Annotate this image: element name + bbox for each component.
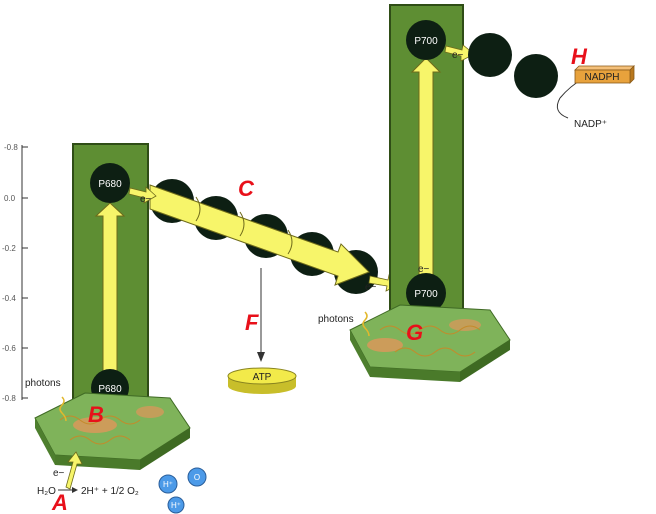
- proton-ion-label: H⁺: [163, 480, 173, 489]
- chain2-carrier: [468, 33, 512, 77]
- chain1-end-electron-label: e−: [365, 282, 377, 293]
- p700-bottom-carrier: [406, 273, 446, 313]
- electron-transport-chain-2: e−: [444, 33, 589, 119]
- axis-tick-label: -0.2: [2, 244, 16, 253]
- atp-arrowhead: [257, 352, 265, 362]
- psi-excitation-arrow: [410, 57, 442, 277]
- p700-top-label: P700: [414, 36, 438, 47]
- nadp-reduction-curve: [556, 97, 569, 119]
- atp-disk-top: [227, 367, 297, 385]
- photosystem-ii: P680 P680: [72, 143, 149, 407]
- oxygen-ion-label: O: [194, 473, 200, 482]
- photons-label-left: photons: [25, 378, 61, 389]
- p680-bottom-label: P680: [98, 384, 122, 395]
- membrane-side: [350, 330, 370, 377]
- water-products-label: 2H⁺ + 1/2 O₂: [81, 486, 139, 497]
- pigment-strand: [69, 435, 131, 445]
- proton-ion: [158, 474, 178, 494]
- atp-disk: ATP: [227, 367, 297, 394]
- water-electron-label: e−: [53, 468, 65, 479]
- axis-tick-label: -0.6: [2, 344, 16, 353]
- label-f: F: [245, 310, 259, 335]
- label-h: H: [571, 44, 588, 69]
- psi-electron-label: e−: [418, 264, 430, 275]
- nadph-label: NADPH: [584, 72, 619, 83]
- axis-tick-label: 0.0: [4, 194, 16, 203]
- pigment-cluster: [136, 406, 164, 418]
- chain2-carrier: [514, 54, 558, 98]
- pigment-cluster: [367, 338, 403, 352]
- membrane-side: [460, 340, 510, 382]
- oxygen-ion: [187, 467, 207, 487]
- p680-top-label: P680: [98, 179, 122, 190]
- chain2-electron-label: e−: [452, 50, 464, 61]
- h2o-label: H₂O: [37, 486, 56, 497]
- photons-label-right: photons: [318, 314, 354, 325]
- axis-tick-label: -0.4: [2, 294, 16, 303]
- label-g: G: [406, 320, 423, 345]
- electron-transport-chain-1: e− e−: [128, 179, 401, 294]
- ions: H⁺ O H⁺: [158, 467, 207, 514]
- chain1-electron-label: e−: [140, 194, 152, 205]
- nadph-box-front: [574, 69, 631, 84]
- water-reaction-arrowhead: [72, 487, 78, 493]
- photon-squiggle-right: [362, 311, 370, 337]
- p700-bottom-label: P700: [414, 289, 438, 300]
- label-b: B: [88, 402, 104, 427]
- photon-squiggle-left: [59, 396, 67, 422]
- axis-tick-label: -0.8: [2, 394, 16, 403]
- chain1-arrow: [149, 184, 370, 286]
- atp-label: ATP: [253, 372, 272, 383]
- thylakoid-patch-left: [34, 392, 191, 470]
- energy-axis: -0.8 0.0 -0.2 -0.4 -0.6 -0.8: [2, 143, 28, 403]
- membrane-side: [35, 418, 55, 465]
- pigment-cluster: [73, 417, 117, 433]
- pigment-strand: [394, 347, 476, 357]
- pigment-strand: [379, 325, 481, 335]
- proton-ion: [167, 496, 185, 514]
- membrane-side: [140, 428, 190, 470]
- label-a: A: [51, 490, 68, 514]
- pigment-cluster: [449, 319, 481, 331]
- psii-excitation-arrow: [94, 202, 126, 373]
- water-electron-arrow: [65, 451, 83, 490]
- label-c: C: [238, 176, 255, 201]
- p680-to-chain-arrow: [128, 186, 157, 204]
- proton-ion-label: H⁺: [171, 501, 181, 510]
- p700-top-carrier: [406, 20, 446, 60]
- thylakoid-patch-right: [349, 304, 511, 382]
- water-splitting: e− H₂O 2H⁺ + 1/2 O₂: [37, 451, 139, 497]
- nadph-box: NADPH: [574, 65, 635, 84]
- p680-top-carrier: [90, 163, 130, 203]
- chain1-arrow-segment: [195, 196, 293, 255]
- axis-tick-label: -0.8: [4, 143, 18, 152]
- p700-to-chain2-arrow: [444, 44, 475, 62]
- membrane-side: [370, 367, 460, 382]
- nadp-label: NADP⁺: [574, 119, 607, 130]
- pigment-strand: [59, 415, 141, 425]
- photosystem-i: P700 P700 e−: [389, 4, 464, 313]
